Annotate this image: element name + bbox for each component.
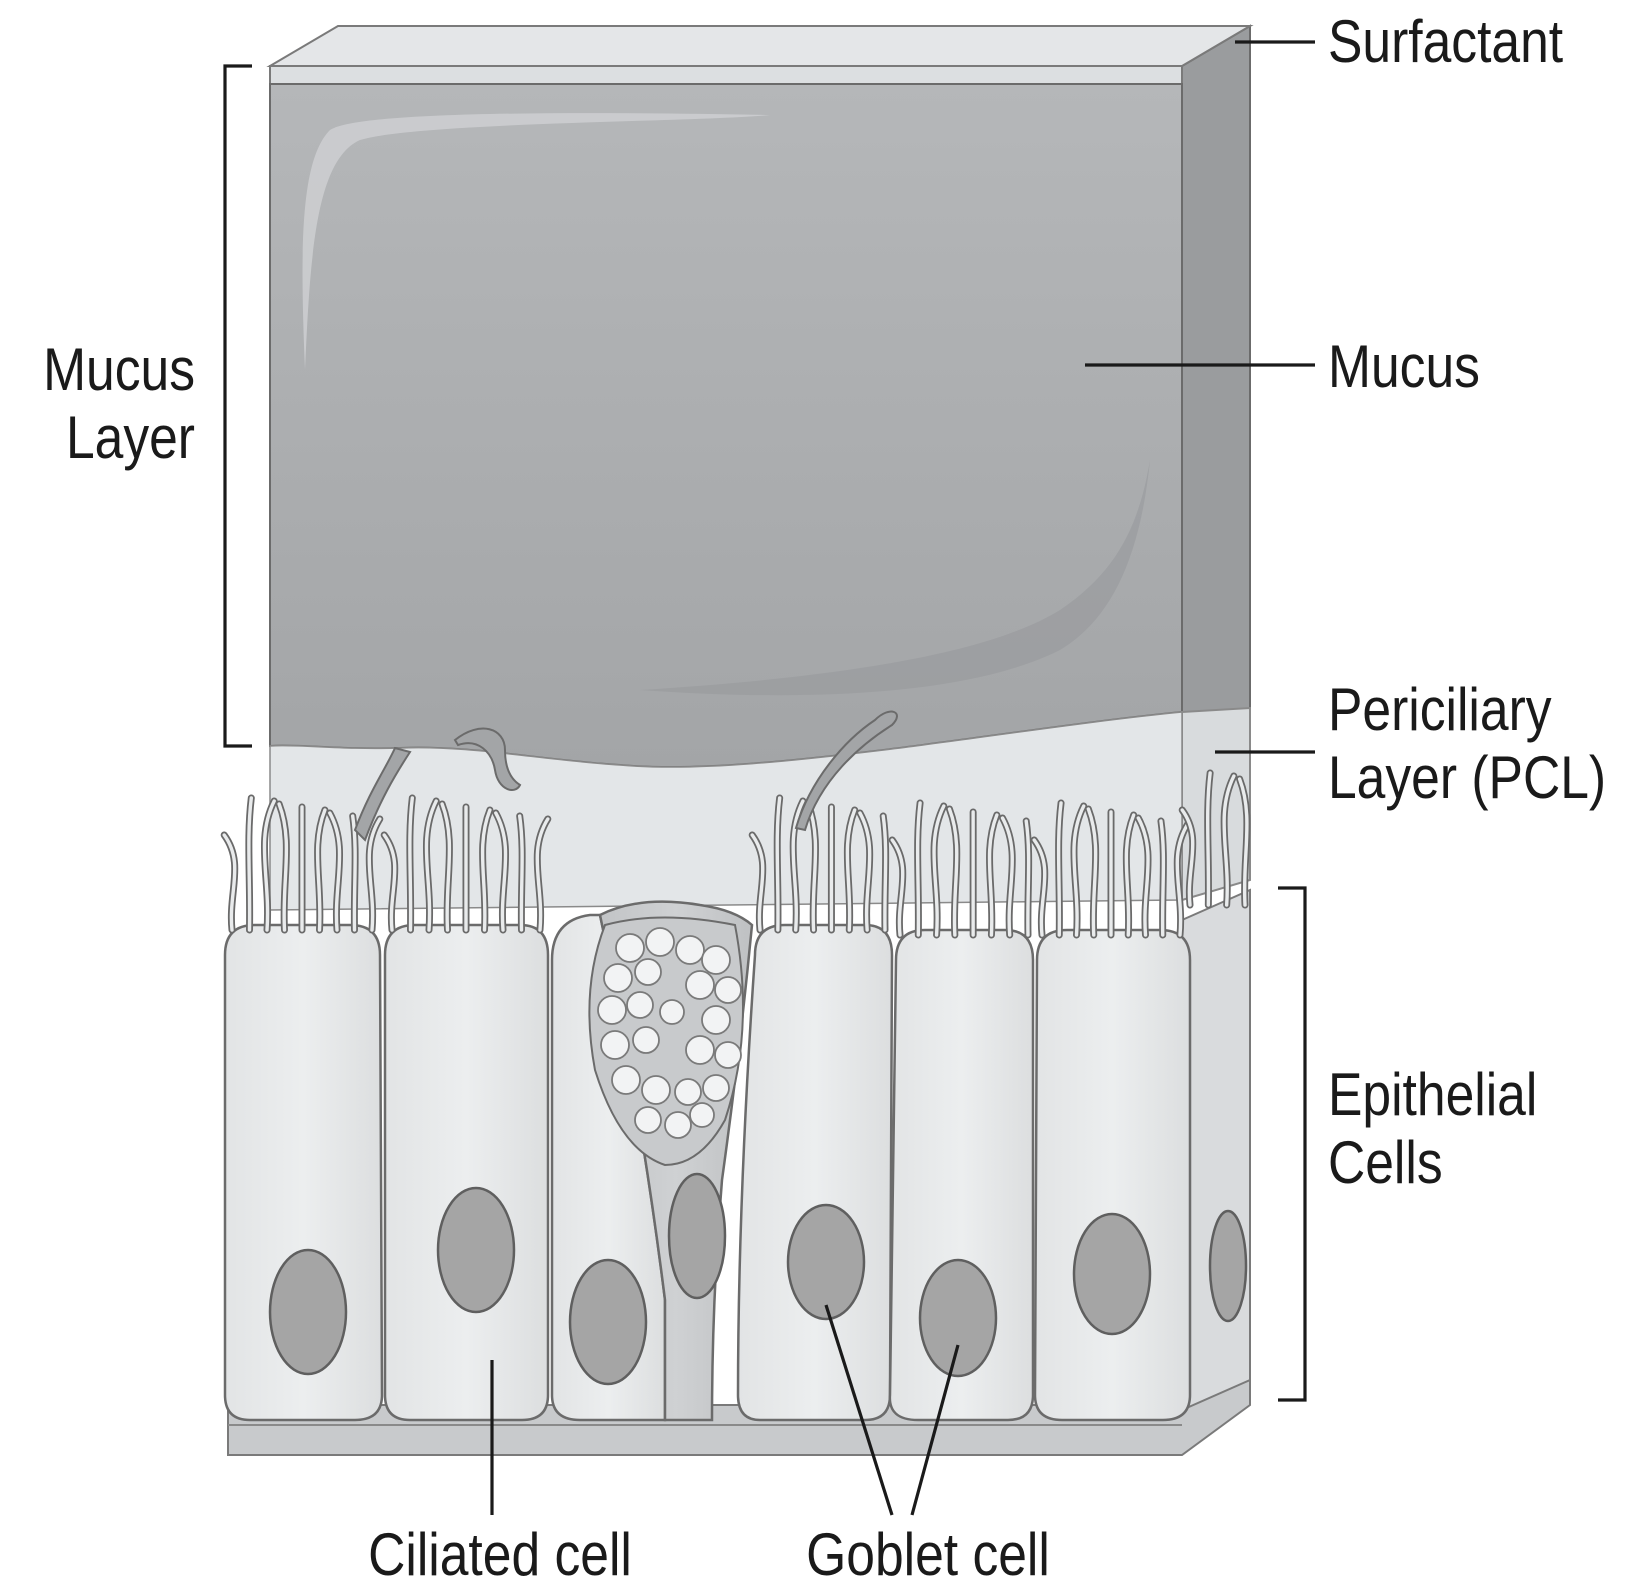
goblet-cell	[738, 925, 892, 1420]
mucus-label: Mucus	[1328, 332, 1480, 400]
goblet-cell-label: Goblet cell	[806, 1520, 1050, 1582]
nucleus	[920, 1260, 996, 1376]
nucleus	[1210, 1211, 1246, 1321]
mucus-layer-bracket	[225, 66, 252, 746]
surfactant-label: Surfactant	[1328, 7, 1564, 75]
epithelial-cells-label: Cells	[1328, 1128, 1443, 1196]
mucus-side-face	[1182, 26, 1250, 748]
surfactant-front-strip	[270, 66, 1182, 84]
nucleus	[669, 1174, 725, 1298]
epithelial-cells	[225, 890, 1250, 1420]
pcl-label: Periciliary	[1328, 675, 1552, 743]
mucus-layer-label: Mucus	[43, 335, 195, 403]
nucleus	[438, 1188, 514, 1312]
nucleus	[788, 1205, 864, 1319]
pcl-label: Layer (PCL)	[1328, 743, 1606, 811]
surfactant-top-face	[270, 26, 1250, 66]
ciliated-cell-label: Ciliated cell	[368, 1520, 632, 1582]
nucleus	[570, 1260, 646, 1384]
nucleus	[1074, 1214, 1150, 1334]
ciliated-cell	[385, 925, 548, 1420]
ciliated-cell	[1035, 930, 1190, 1420]
mucus-layer-block	[270, 26, 1250, 767]
epithelial-cells-bracket	[1278, 888, 1305, 1400]
nucleus	[270, 1250, 346, 1374]
mucus-front-face	[270, 84, 1182, 767]
mucus-layer-label: Layer	[66, 403, 195, 471]
epithelial-cells-label: Epithelial	[1328, 1060, 1537, 1128]
epithelium-side-face	[1182, 890, 1250, 1410]
